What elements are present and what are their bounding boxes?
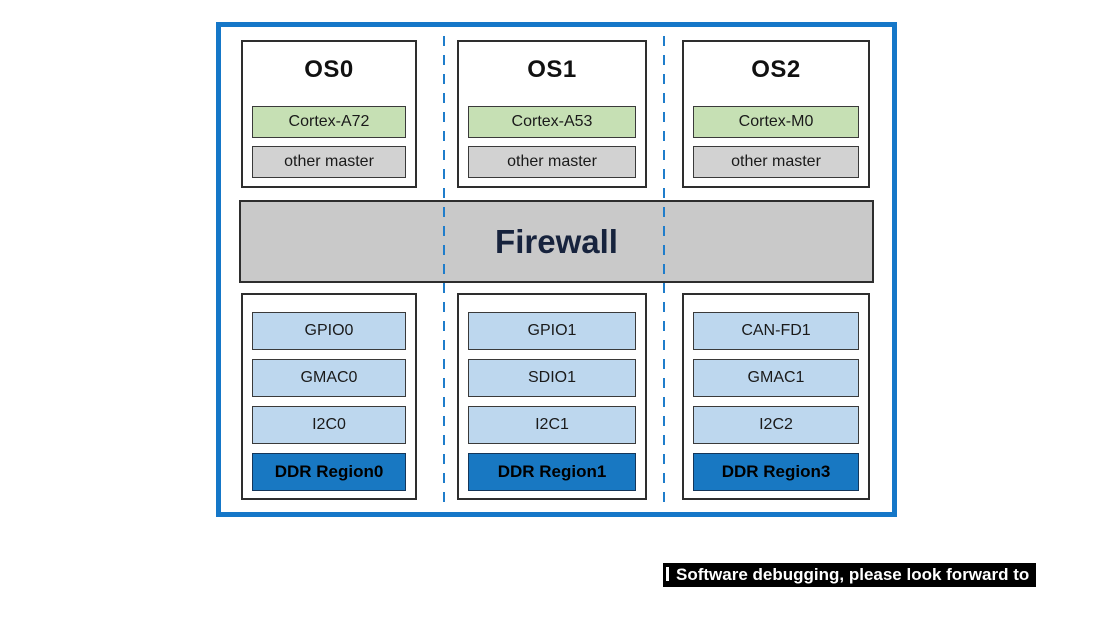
clipped-character-fragment <box>666 567 669 581</box>
ddr-region-box: DDR Region1 <box>468 453 636 491</box>
column-divider-dashed-line-2 <box>663 36 665 502</box>
column-divider-dashed-line-1 <box>443 36 445 502</box>
ddr-region-box: DDR Region0 <box>252 453 406 491</box>
os2-peripheral-group-box: CAN-FD1 GMAC1 I2C2 DDR Region3 <box>682 293 870 500</box>
os2-group-box: OS2 Cortex-M0 other master <box>682 40 870 188</box>
caption-text: Software debugging, please look forward … <box>676 565 1030 584</box>
os0-peripheral-group-box: GPIO0 GMAC0 I2C0 DDR Region0 <box>241 293 417 500</box>
firewall-architecture-diagram: OS0 Cortex-A72 other master OS1 Cortex-A… <box>216 22 897 517</box>
os2-cpu-box: Cortex-M0 <box>693 106 859 138</box>
ddr-region-box: DDR Region3 <box>693 453 859 491</box>
os1-title: OS1 <box>527 56 577 83</box>
peripheral-box: I2C1 <box>468 406 636 444</box>
os2-title: OS2 <box>751 56 801 83</box>
peripheral-box: I2C2 <box>693 406 859 444</box>
os0-group-box: OS0 Cortex-A72 other master <box>241 40 417 188</box>
peripheral-box: GPIO1 <box>468 312 636 350</box>
peripheral-box: SDIO1 <box>468 359 636 397</box>
peripheral-box: I2C0 <box>252 406 406 444</box>
subtitle-caption-bar: Software debugging, please look forward … <box>663 563 1036 587</box>
os1-other-master-box: other master <box>468 146 636 178</box>
os1-peripheral-group-box: GPIO1 SDIO1 I2C1 DDR Region1 <box>457 293 647 500</box>
peripheral-box: GPIO0 <box>252 312 406 350</box>
peripheral-box: GMAC1 <box>693 359 859 397</box>
os2-other-master-box: other master <box>693 146 859 178</box>
os0-cpu-box: Cortex-A72 <box>252 106 406 138</box>
peripheral-box: GMAC0 <box>252 359 406 397</box>
peripheral-box: CAN-FD1 <box>693 312 859 350</box>
firewall-bar: Firewall <box>239 200 874 283</box>
os0-other-master-box: other master <box>252 146 406 178</box>
os1-group-box: OS1 Cortex-A53 other master <box>457 40 647 188</box>
os0-title: OS0 <box>304 56 354 83</box>
os1-cpu-box: Cortex-A53 <box>468 106 636 138</box>
